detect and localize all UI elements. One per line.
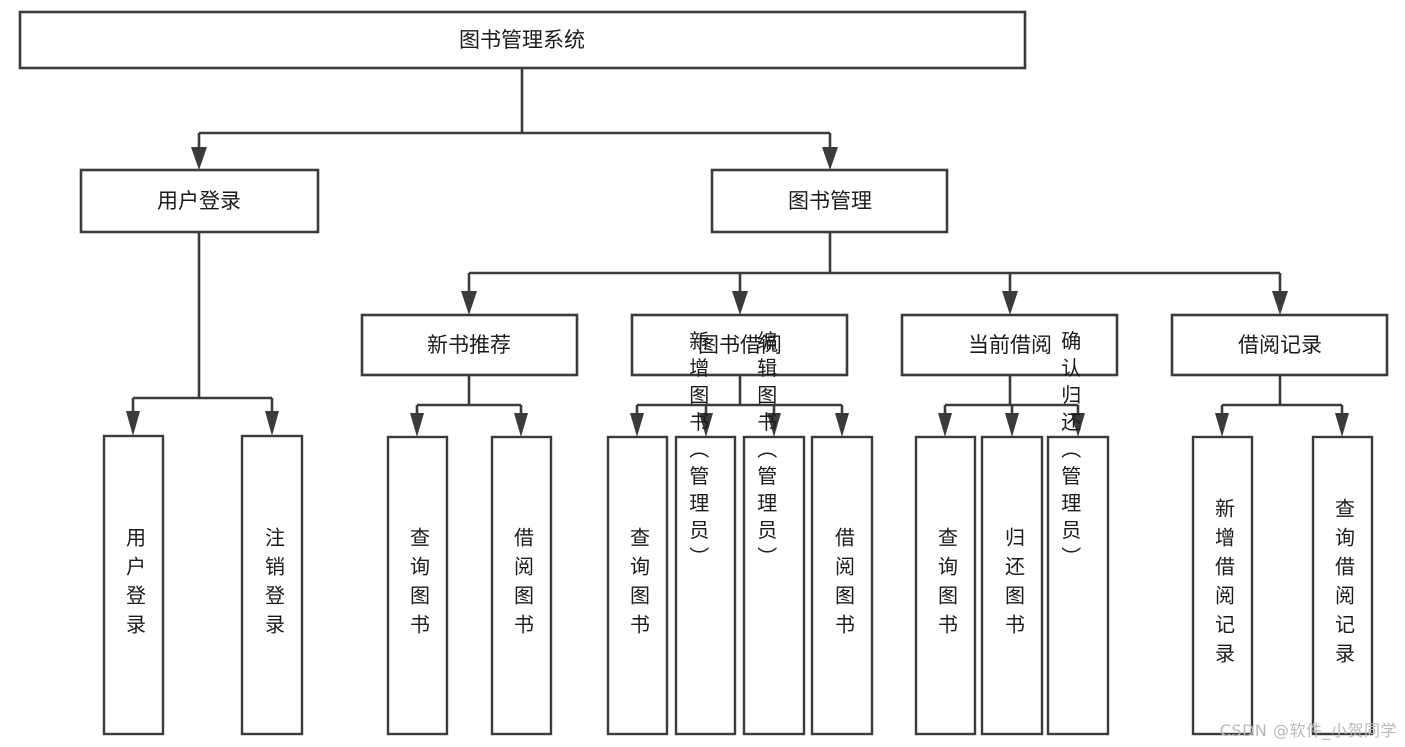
arrow-head-book-borrow	[732, 291, 748, 315]
connector-group-book-management	[461, 232, 1288, 315]
node-leaf-borrow-book-2-box	[810, 435, 874, 736]
node-leaf-logout-login-box	[240, 434, 304, 736]
node-user-login-box	[79, 168, 320, 234]
node-leaf-query-book-1-label: 查询图书	[407, 527, 431, 643]
arrow-head-leaf-borrow-book-1	[514, 413, 528, 437]
node-borrow-record[interactable]: 借阅记录	[1170, 313, 1389, 377]
arrow-head-leaf-query-book-1	[410, 413, 424, 437]
node-leaf-query-book-2[interactable]: 查询图书	[606, 435, 669, 736]
node-leaf-add-book-label: 新增图书（管理员）	[686, 330, 710, 573]
node-leaf-query-book-1-box	[386, 435, 449, 736]
arrow-head-leaf-query-book-2	[630, 413, 644, 437]
node-current-borrow[interactable]: 当前借阅	[900, 313, 1119, 377]
arrow-head-leaf-edit-book	[767, 413, 781, 437]
connector-group-borrow-record	[1215, 375, 1349, 437]
arrow-head-leaf-logout-login	[265, 411, 279, 436]
connector-group-new-book-recommend	[410, 375, 528, 437]
node-leaf-confirm-return-box	[1046, 435, 1110, 736]
node-leaf-borrow-book-2[interactable]: 借阅图书	[810, 435, 874, 736]
node-leaf-edit-book-box	[742, 435, 806, 736]
node-new-book-recommend-box	[360, 313, 579, 377]
node-leaf-user-login-box	[102, 434, 165, 736]
node-book-borrow[interactable]: 图书借阅	[630, 313, 849, 377]
node-leaf-borrow-book-1-label: 借阅图书	[511, 527, 535, 643]
node-leaf-add-record[interactable]: 新增借阅记录	[1191, 435, 1254, 736]
node-book-management-box	[710, 168, 949, 234]
arrow-head-leaf-add-record	[1215, 413, 1229, 437]
arrow-head-leaf-return-book	[1005, 413, 1019, 437]
node-borrow-record-label: 借阅记录	[1238, 333, 1322, 357]
arrow-head-leaf-borrow-book-2	[835, 413, 849, 437]
node-leaf-logout-login[interactable]: 注销登录	[240, 434, 304, 736]
node-leaf-logout-login-label: 注销登录	[262, 527, 286, 643]
node-leaf-add-record-box	[1191, 435, 1254, 736]
node-root-box	[18, 10, 1027, 70]
node-root-label: 图书管理系统	[459, 28, 585, 52]
node-leaf-user-login-label: 用户登录	[123, 527, 147, 643]
node-leaf-return-book-box	[980, 435, 1044, 736]
arrow-head-current-borrow	[1002, 291, 1018, 315]
node-book-management-label: 图书管理	[788, 189, 872, 213]
node-root-system[interactable]: 图书管理系统	[18, 10, 1027, 70]
arrow-head-leaf-query-record	[1335, 413, 1349, 437]
node-leaf-query-record[interactable]: 查询借阅记录	[1311, 435, 1374, 736]
arrow-head-leaf-user-login	[126, 411, 140, 436]
node-current-borrow-label: 当前借阅	[968, 333, 1052, 357]
node-leaf-query-book-2-box	[606, 435, 669, 736]
node-book-borrow-box	[630, 313, 849, 377]
arrow-head-user-login	[191, 147, 207, 170]
node-leaf-borrow-book-2-label: 借阅图书	[832, 527, 856, 643]
arrow-head-leaf-add-book	[699, 413, 713, 437]
node-leaf-edit-book[interactable]: 编辑图书（管理员）	[742, 330, 806, 736]
node-borrow-record-box	[1170, 313, 1389, 377]
node-current-borrow-box	[900, 313, 1119, 377]
arrow-head-leaf-confirm-return	[1071, 413, 1085, 437]
node-book-borrow-label: 图书借阅	[698, 333, 782, 357]
node-leaf-confirm-return[interactable]: 确认归还（管理员）	[1046, 330, 1110, 736]
node-leaf-add-book[interactable]: 新增图书（管理员）	[674, 330, 737, 736]
connector-group-current-borrow	[938, 375, 1085, 437]
csdn-watermark: CSDN @软件_小贺同学	[1219, 721, 1397, 740]
node-new-book-recommend-label: 新书推荐	[427, 333, 511, 357]
node-leaf-user-login[interactable]: 用户登录	[102, 434, 165, 736]
node-leaf-query-record-label: 查询借阅记录	[1332, 498, 1356, 672]
node-leaf-borrow-book-1[interactable]: 借阅图书	[490, 435, 553, 736]
node-user-login-label: 用户登录	[157, 189, 241, 213]
node-leaf-query-book-1[interactable]: 查询图书	[386, 435, 449, 736]
arrow-head-leaf-query-book-3	[938, 413, 952, 437]
arrow-head-new-book-recommend	[461, 291, 477, 315]
node-book-management[interactable]: 图书管理	[710, 168, 949, 234]
node-leaf-query-book-3[interactable]: 查询图书	[914, 435, 977, 736]
connector-group-book-borrow	[630, 375, 849, 437]
node-new-book-recommend[interactable]: 新书推荐	[360, 313, 579, 377]
node-leaf-return-book[interactable]: 归还图书	[980, 435, 1044, 736]
connector-group-user-login	[126, 232, 279, 436]
node-leaf-add-record-label: 新增借阅记录	[1212, 498, 1236, 672]
arrow-head-book-management	[822, 147, 838, 170]
node-leaf-borrow-book-1-box	[490, 435, 553, 736]
connector-group-root	[191, 68, 838, 170]
node-leaf-return-book-label: 归还图书	[1002, 527, 1026, 643]
node-leaf-query-book-2-label: 查询图书	[627, 527, 651, 643]
node-leaf-query-book-3-box	[914, 435, 977, 736]
node-leaf-add-book-box	[674, 435, 737, 736]
node-leaf-query-record-box	[1311, 435, 1374, 736]
node-leaf-confirm-return-label: 确认归还（管理员）	[1058, 330, 1082, 573]
node-user-login[interactable]: 用户登录	[79, 168, 320, 234]
arrow-head-borrow-record	[1272, 291, 1288, 315]
node-leaf-edit-book-label: 编辑图书（管理员）	[754, 330, 778, 573]
node-leaf-query-book-3-label: 查询图书	[935, 527, 959, 643]
